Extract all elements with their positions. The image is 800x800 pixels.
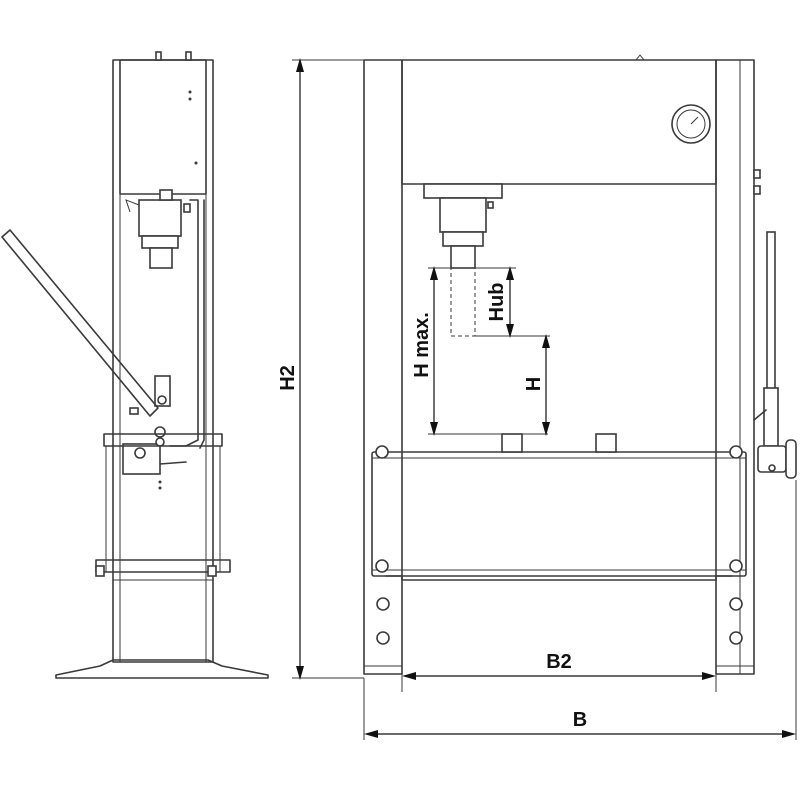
front-view-left-column: [363, 59, 403, 675]
label-h: H: [523, 377, 545, 391]
dimension-lines: [292, 58, 797, 740]
label-hub: Hub: [486, 283, 508, 322]
front-view: [363, 54, 797, 675]
front-view-right-column: [715, 59, 755, 675]
label-h-max: H max.: [411, 312, 433, 378]
side-view-lever: [1, 229, 159, 417]
side-view: [1, 51, 269, 679]
front-view-crown: [401, 59, 717, 185]
side-view-cylinder: [138, 199, 182, 237]
front-view-ram: [450, 245, 476, 269]
ram-stroke-extension: [450, 267, 476, 337]
label-h2: H2: [277, 365, 299, 391]
front-view-bolster-table: [371, 451, 747, 577]
side-view-upper-housing: [119, 59, 207, 195]
label-b2: B2: [546, 651, 572, 673]
side-view-base-foot: [55, 659, 269, 679]
front-view-cylinder-flange: [423, 183, 503, 199]
label-b: B: [573, 709, 587, 731]
